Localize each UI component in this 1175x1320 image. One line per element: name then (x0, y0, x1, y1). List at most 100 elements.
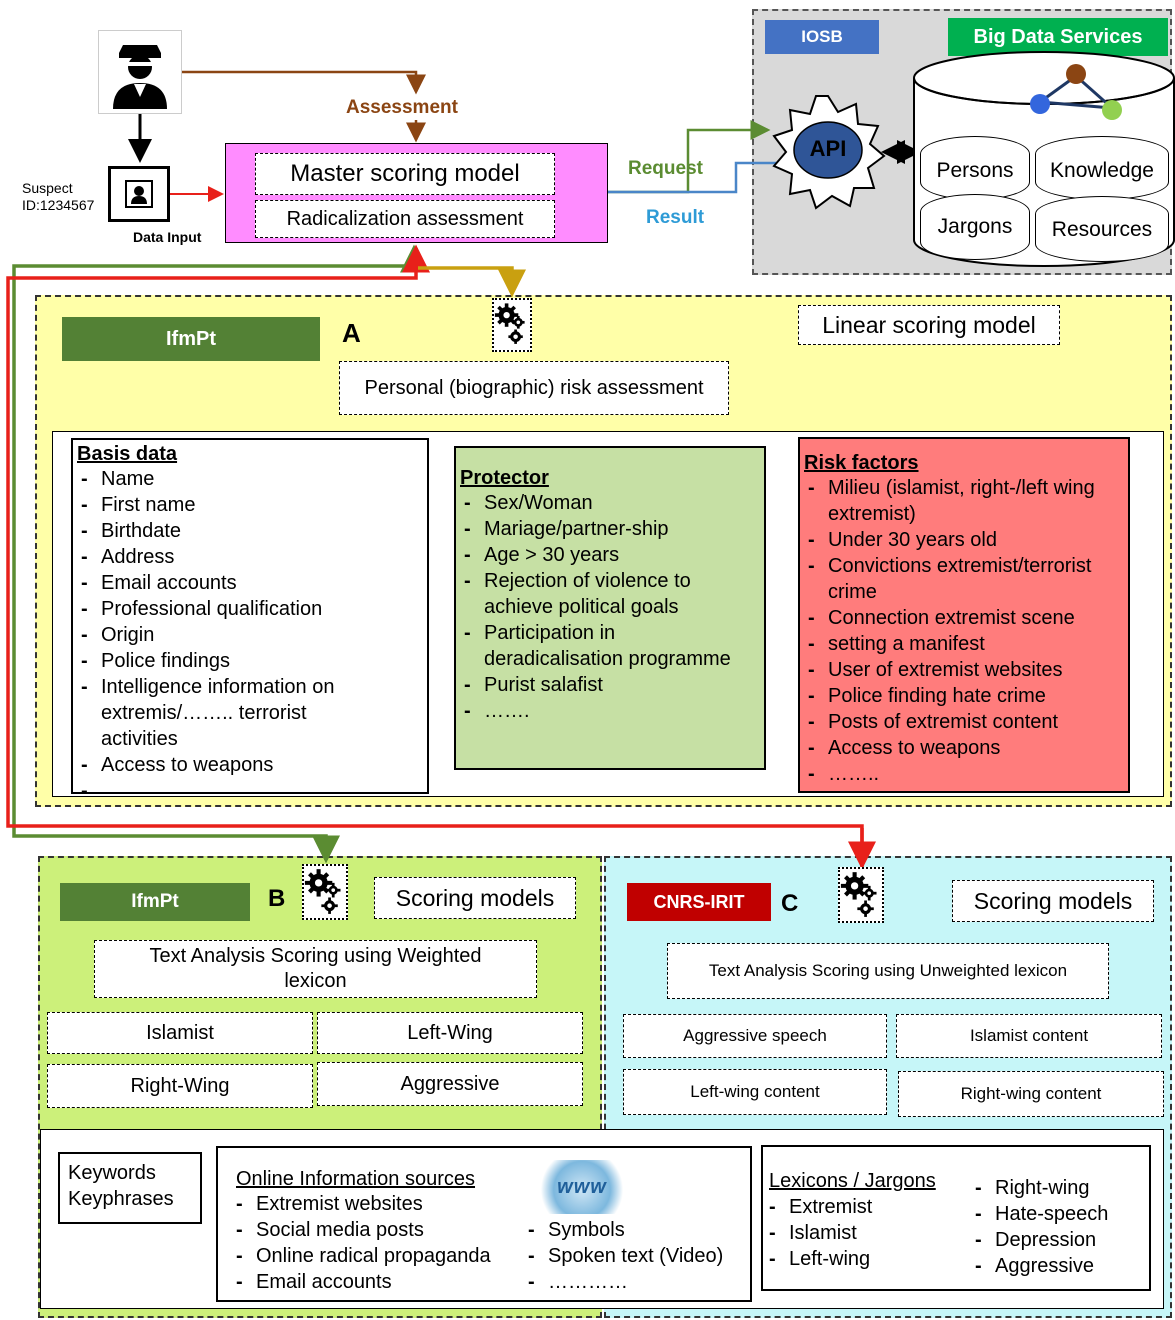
list-item: Extremist websites (232, 1191, 532, 1217)
police-officer-icon (98, 30, 182, 114)
list-item: Islamist (765, 1220, 955, 1246)
list-item: Sex/Woman (460, 490, 758, 516)
list-item: Police finding hate crime (804, 683, 1122, 709)
panel-a-org: IfmPt (62, 317, 320, 361)
panel-c-scoring-models: Scoring models (952, 880, 1154, 922)
personal-risk-assessment: Personal (biographic) risk assessment (339, 361, 729, 415)
linear-scoring-model: Linear scoring model (798, 305, 1060, 345)
list-item: Email accounts (232, 1269, 532, 1295)
panel-b-cat-islamist: Islamist (47, 1012, 313, 1054)
list-item: First name (77, 492, 423, 518)
list-item: Hate-speech (971, 1201, 1147, 1227)
list-item: Access to weapons (804, 735, 1122, 761)
officer-assessment-arrow (182, 70, 426, 95)
lexicons-list-right: Right-wing Hate-speech Depression Aggres… (971, 1175, 1147, 1279)
gear-icon (838, 867, 884, 923)
list-item: User of extremist websites (804, 657, 1122, 683)
store-resources (1035, 196, 1169, 262)
list-item: Under 30 years old (804, 527, 1122, 553)
list-item: Left-wing (765, 1246, 955, 1272)
panel-c-cat-right-wing-content: Right-wing content (898, 1071, 1164, 1117)
gear-icon (492, 298, 532, 352)
store-knowledge (1035, 136, 1169, 200)
list-item: ……. (460, 698, 758, 724)
www-label: www (557, 1175, 607, 1198)
list-item: Online radical propaganda (232, 1243, 532, 1269)
online-sources-title: Online Information sources (236, 1168, 476, 1190)
lexicons-list-left: Extremist Islamist Left-wing (765, 1194, 955, 1272)
lexicons-title: Lexicons / Jargons (769, 1170, 936, 1192)
risk-factors-list: Milieu (islamist, right-/left wing extre… (804, 475, 1122, 787)
panel-c-cat-left-wing-content: Left-wing content (623, 1069, 887, 1115)
list-item: Birthdate (77, 518, 423, 544)
online-sources-list-right: Symbols Spoken text (Video) ………… (524, 1217, 748, 1295)
list-item: ………… (524, 1269, 748, 1295)
list-item: Convictions extremist/terrorist crime (804, 553, 1122, 605)
list-item: Social media posts (232, 1217, 532, 1243)
list-item: Age > 30 years (460, 542, 758, 568)
list-item: Depression (971, 1227, 1147, 1253)
master-scoring-model: Master scoring model (255, 153, 555, 195)
list-item: Access to weapons (77, 752, 423, 778)
iosb-label: IOSB (765, 20, 879, 54)
assessment-label: Assessment (346, 97, 458, 118)
keyphrases-label: Keyphrases (68, 1188, 174, 1210)
panel-b-text-analysis: Text Analysis Scoring using Weighted lex… (94, 940, 537, 998)
panel-c-text-analysis: Text Analysis Scoring using Unweighted l… (667, 943, 1109, 999)
basis-data-title: Basis data (77, 443, 178, 465)
request-label: Request (628, 158, 703, 179)
list-item: Professional qualification (77, 596, 423, 622)
panel-b-scoring-models: Scoring models (374, 877, 576, 919)
suspect-icon (108, 166, 170, 222)
panel-b-cat-aggressive: Aggressive (317, 1062, 583, 1106)
data-input-label: Data Input (133, 229, 202, 245)
list-item: setting a manifest (804, 631, 1122, 657)
store-jargons-label: Jargons (937, 215, 1013, 238)
list-item: Rejection of violence to achieve politic… (460, 568, 758, 620)
list-item: Origin (77, 622, 423, 648)
panel-c-cat-islamist-content: Islamist content (896, 1014, 1162, 1058)
list-item: Aggressive (971, 1253, 1147, 1279)
protector-box: Protector Sex/Woman Mariage/partner-ship… (454, 446, 766, 770)
protector-list: Sex/Woman Mariage/partner-ship Age > 30 … (460, 490, 758, 724)
list-item: Participation in deradicalisation progra… (460, 620, 758, 672)
www-globe-icon: www (540, 1160, 624, 1214)
protector-title: Protector (460, 467, 549, 489)
list-item: Name (77, 466, 423, 492)
store-persons-label: Persons (936, 159, 1014, 182)
list-item: Extremist (765, 1194, 955, 1220)
api-label: API (809, 136, 847, 161)
big-data-services-label: Big Data Services (948, 18, 1168, 56)
basis-data-box: Basis data Name First name Birthdate Add… (71, 438, 429, 794)
gear-icon (302, 864, 348, 920)
online-sources-list-left: Extremist websites Social media posts On… (232, 1191, 532, 1295)
list-item: Intelligence information on extremis/…….… (77, 674, 423, 752)
risk-factors-title: Risk factors (804, 452, 919, 474)
list-item: Police findings (77, 648, 423, 674)
keywords-label: Keywords (68, 1162, 156, 1184)
store-knowledge-label: Knowledge (1050, 159, 1154, 182)
gold-into-a (418, 266, 526, 298)
panel-c-org: CNRS-IRIT (627, 883, 771, 921)
panel-b-cat-left-wing: Left-Wing (317, 1012, 583, 1054)
suspect-id-label: Suspect ID:1234567 (22, 180, 95, 213)
basis-data-list: Name First name Birthdate Address Email … (77, 466, 423, 792)
panel-b-org: IfmPt (60, 883, 250, 921)
list-item: Address (77, 544, 423, 570)
store-resources-label: Resources (1051, 218, 1153, 241)
list-item: Mariage/partner-ship (460, 516, 758, 542)
result-label: Result (646, 207, 705, 228)
result-line (608, 161, 790, 194)
list-item: Posts of extremist content (804, 709, 1122, 735)
list-item: Symbols (524, 1217, 748, 1243)
panel-c-cat-aggressive-speech: Aggressive speech (623, 1014, 887, 1058)
list-item: Connection extremist scene (804, 605, 1122, 631)
risk-factors-box: Risk factors Milieu (islamist, right-/le… (798, 437, 1130, 793)
list-item: …….. (804, 761, 1122, 787)
radicalization-assessment: Radicalization assessment (255, 200, 555, 238)
list-item: Milieu (islamist, right-/left wing extre… (804, 475, 1122, 527)
panel-c-letter: C (781, 890, 799, 917)
api-gear-icon (772, 95, 886, 210)
panel-a-letter: A (342, 318, 361, 348)
